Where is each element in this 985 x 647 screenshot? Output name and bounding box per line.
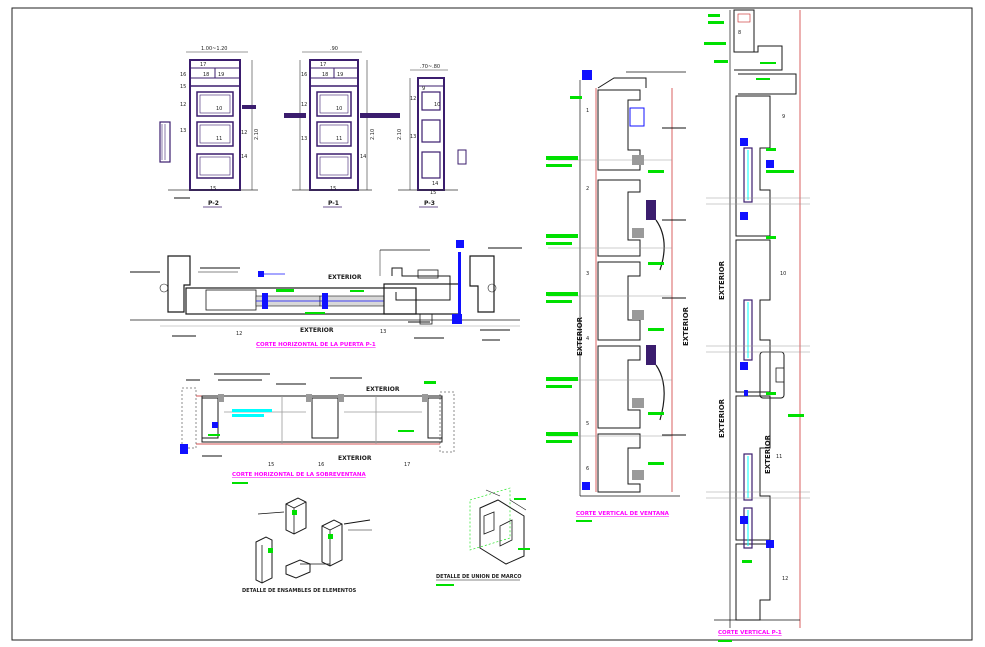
vertical-window-exterior-left: EXTERIOR (576, 316, 584, 356)
mark-window-15: 15 (268, 462, 274, 468)
mark-p1-13: 13 (301, 136, 307, 142)
mark-door-12: 12 (236, 331, 242, 337)
vertical-window-exterior-right: EXTERIOR (682, 306, 690, 346)
mark-vp1-11: 11 (776, 454, 782, 460)
vertical-p1-title: CORTE VERTICAL P-1 (718, 630, 782, 636)
mark-vp1-9: 9 (782, 114, 785, 120)
mark-p3-14: 14 (432, 181, 438, 187)
iso-detail-title: DETALLE DE UNION DE MARCO (436, 574, 522, 580)
mark-p1-14: 14 (360, 154, 366, 160)
section-door-title: CORTE HORIZONTAL DE LA PUERTA P-1 (256, 342, 376, 348)
dim-height-p3: 2.10 (397, 129, 403, 140)
mark-door-13: 13 (380, 329, 386, 335)
vertical-p1-exterior-right: EXTERIOR (764, 434, 772, 474)
section-window-title: CORTE HORIZONTAL DE LA SOBREVENTANA (232, 472, 366, 478)
mark-14: 14 (241, 154, 247, 160)
mark-window-16: 16 (318, 462, 324, 468)
section-door-exterior-bottom: EXTERIOR (300, 327, 334, 334)
elevation-p3-label: P-3 (424, 200, 435, 207)
mark-vp1-12: 12 (782, 576, 788, 582)
iso-frame-detail: DETALLE DE UNION DE MARCO (436, 487, 530, 586)
mark-12b: 12 (241, 130, 247, 136)
sheet-border (11, 7, 973, 641)
mark-vp1-8: 8 (738, 30, 741, 36)
mark-p1-16: 16 (301, 72, 307, 78)
mark-13: 13 (180, 128, 186, 134)
mark-p3-9: 9 (422, 86, 425, 92)
section-window-exterior-bottom: EXTERIOR (338, 455, 372, 462)
mark-11: 11 (216, 136, 222, 142)
mark-p3-10: 10 (434, 102, 440, 108)
vertical-p1-exterior-left: EXTERIOR (718, 260, 726, 300)
mark-vw-3: 3 (586, 271, 589, 277)
elevation-p1-label: P-1 (328, 200, 339, 207)
mark-vw-6: 6 (586, 466, 589, 472)
joints-title: DETALLE DE ENSAMBLES DE ELEMENTOS (242, 588, 357, 594)
mark-10: 10 (216, 106, 222, 112)
mark-p1-12: 12 (301, 102, 307, 108)
mark-p1-10: 10 (336, 106, 342, 112)
mark-15: 15 (180, 84, 186, 90)
section-window-exterior-top: EXTERIOR (366, 386, 400, 393)
dim-width-p2: 1.00~1.20 (201, 46, 227, 52)
vertical-p1-exterior-left-2: EXTERIOR (718, 398, 726, 438)
mark-vw-4: 4 (586, 336, 589, 342)
mark-p3-12: 12 (410, 96, 416, 102)
mark-vw-5: 5 (586, 421, 589, 427)
mark-p1-19: 19 (337, 72, 343, 78)
mark-window-17: 17 (404, 462, 410, 468)
elevation-p2: 1.00~1.20 2.10 17 16 18 19 15 10 11 12 1… (159, 46, 260, 208)
mark-16: 16 (180, 72, 186, 78)
section-door-p1: EXTERIOR EXTERIOR 12 13 CORTE HORIZONTAL… (130, 240, 522, 348)
mark-p1-17: 17 (320, 62, 326, 68)
vertical-p1-section: 8 9 10 11 12 EX (704, 9, 810, 642)
vertical-window-section: 1 2 3 4 5 6 EXTERIOR EXTERIOR CORTE VERT… (546, 70, 690, 522)
mark-vw-2: 2 (586, 186, 589, 192)
elevation-p3: .70~.80 2.10 9 12 10 13 14 15 P-3 (380, 64, 467, 208)
mark-18: 18 (203, 72, 209, 78)
elevation-p2-label: P-2 (208, 200, 219, 207)
mark-vw-1: 1 (586, 108, 589, 114)
mark-vp1-10: 10 (780, 271, 786, 277)
mark-p1-15: 15 (330, 186, 336, 192)
vertical-window-title: CORTE VERTICAL DE VENTANA (576, 511, 670, 517)
joint-details: DETALLE DE ENSAMBLES DE ELEMENTOS (242, 497, 372, 594)
elevation-p1: .90 2.10 17 16 18 19 10 11 12 13 14 15 P… (284, 46, 382, 208)
section-window: EXTERIOR EXTERIOR 15 16 17 CORTE HORIZON… (180, 373, 455, 484)
mark-p3-13: 13 (410, 134, 416, 140)
dim-height-p2: 2.10 (254, 129, 260, 140)
section-door-exterior-top: EXTERIOR (328, 274, 362, 281)
mark-19: 19 (218, 72, 224, 78)
dim-height-p1: 2.10 (370, 129, 376, 140)
mark-15b: 15 (210, 186, 216, 192)
mark-12: 12 (180, 102, 186, 108)
mark-p1-11: 11 (336, 136, 342, 142)
mark-p1-18: 18 (322, 72, 328, 78)
mark-17: 17 (200, 62, 206, 68)
mark-p3-15: 15 (430, 190, 436, 196)
dim-width-p3: .70~.80 (420, 64, 440, 70)
dim-width-p1: .90 (330, 46, 338, 52)
